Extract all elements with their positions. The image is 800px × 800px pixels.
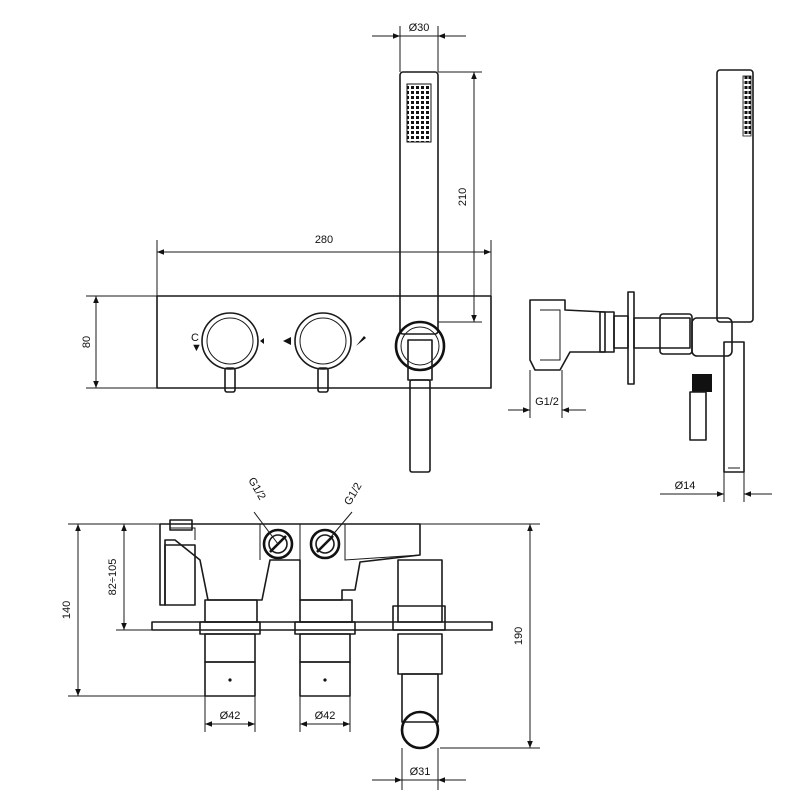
dim-hand-shower-diameter: Ø30 — [372, 22, 466, 72]
front-view: C ▼ Ø30 — [81, 22, 492, 473]
label-body-depth: 140 — [61, 601, 73, 619]
label-hose-diameter: Ø14 — [675, 480, 696, 492]
label-inlet-thread-side: G1/2 — [535, 396, 559, 408]
label-cartridge-diameter-right: Ø42 — [315, 710, 336, 722]
dim-hose-diameter: Ø14 — [660, 472, 772, 502]
label-cartridge-diameter-left: Ø42 — [220, 710, 241, 722]
dim-plate-height: 80 — [81, 295, 157, 389]
leader-inlet-thread-left: G1/2 — [245, 476, 279, 545]
dim-depth-range: 82÷105 — [107, 524, 152, 631]
dim-plate-width: 280 — [156, 234, 492, 296]
cartridge-left — [199, 599, 261, 697]
wall-plate — [156, 295, 492, 389]
label-hand-shower-diameter: Ø30 — [409, 22, 430, 34]
label-inlet-thread-right: G1/2 — [342, 481, 364, 508]
mixer-knob-left: C ▼ — [191, 312, 259, 393]
svg-text:C: C — [191, 332, 199, 344]
label-outlet-depth: 190 — [513, 627, 525, 645]
outlet-pipe — [392, 559, 446, 750]
top-view: G1/2 G1/2 140 82÷105 190 — [61, 476, 540, 790]
svg-text:▼: ▼ — [191, 342, 202, 354]
dim-hand-shower-length: 210 — [438, 71, 482, 323]
dim-outlet-depth: 190 — [420, 523, 540, 749]
wall-line — [151, 621, 493, 631]
label-plate-height: 80 — [81, 336, 93, 348]
dim-cartridge-diameter-left: Ø42 — [204, 696, 256, 732]
label-inlet-thread-left: G1/2 — [245, 476, 267, 503]
cartridge-right — [294, 599, 356, 697]
hand-shower-front — [394, 71, 446, 473]
dim-body-depth: 140 — [61, 523, 205, 697]
dim-outlet-diameter: Ø31 — [372, 748, 466, 790]
label-depth-range: 82÷105 — [107, 559, 119, 596]
label-plate-width: 280 — [315, 234, 333, 246]
spray-face-side — [742, 75, 752, 137]
label-hand-shower-length: 210 — [457, 188, 469, 206]
label-outlet-diameter: Ø31 — [410, 766, 431, 778]
side-view: G1/2 Ø14 — [508, 69, 772, 502]
dim-cartridge-diameter-right: Ø42 — [299, 696, 351, 732]
dim-inlet-thread-side: G1/2 — [508, 370, 586, 418]
inlet-port-right — [309, 528, 341, 560]
spray-face-front — [406, 83, 432, 143]
diverter-knob-right — [260, 312, 366, 393]
